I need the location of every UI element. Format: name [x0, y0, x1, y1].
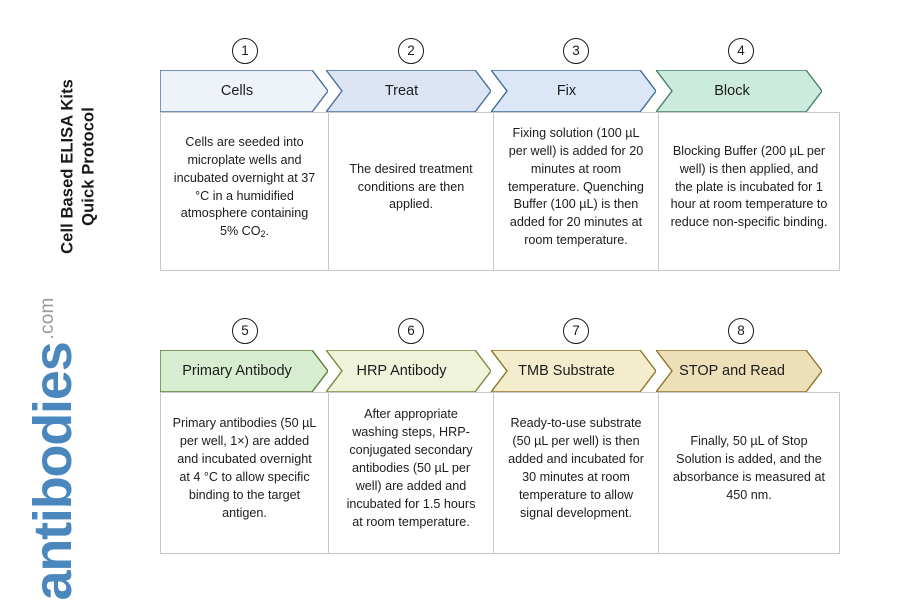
chevron-strip-1: Cells Treat Fix Block — [160, 70, 840, 112]
step-description-text: Fixing solution (100 µL per well) is add… — [508, 125, 644, 248]
antibodies-logo: antibodies .com — [15, 297, 83, 601]
process-step-chevron[interactable]: Fix — [491, 70, 656, 112]
chevron-step-label: Block — [714, 83, 750, 99]
step-number-badge: 2 — [398, 38, 424, 64]
process-step-chevron[interactable]: HRP Antibody — [326, 350, 491, 392]
chevron-step-label: Fix — [556, 83, 577, 99]
step-description-cell: After appropriate washing steps, HRP-con… — [329, 392, 494, 554]
step-number-badge: 8 — [728, 318, 754, 344]
chevron-step-label: TMB Substrate — [518, 363, 615, 379]
step-number-badge: 1 — [232, 38, 258, 64]
process-step-chevron[interactable]: Primary Antibody — [160, 350, 328, 392]
chevron-step-label: Cells — [220, 83, 254, 99]
step-description-text: Blocking Buffer (200 µL per well) is the… — [670, 143, 828, 230]
description-strip-1: Cells are seeded into microplate wells a… — [160, 112, 840, 271]
protocol-row-1: 1 2 3 4 Cells Treat Fix Block Cells are seeded… — [160, 36, 840, 271]
step-description-cell: Cells are seeded into microplate wells a… — [160, 112, 329, 271]
process-step-chevron[interactable]: STOP and Read — [656, 350, 822, 392]
step-description-cell: Blocking Buffer (200 µL per well) is the… — [659, 112, 840, 271]
logo-wordmark: antibodies — [22, 342, 83, 601]
chevron-step-label: Treat — [384, 83, 419, 99]
chevron-step-label: HRP Antibody — [356, 363, 447, 379]
page-title: Cell Based ELISA Kits Quick Protocol — [58, 79, 98, 254]
step-description-cell: Ready-to-use substrate (50 µL per well) … — [494, 392, 659, 554]
process-step-chevron[interactable]: TMB Substrate — [491, 350, 656, 392]
step-description-text: After appropriate washing steps, HRP-con… — [346, 407, 476, 529]
step-description-cell: Fixing solution (100 µL per well) is add… — [494, 112, 659, 271]
step-number-badge: 3 — [563, 38, 589, 64]
step-description-text: Cells are seeded into microplate wells a… — [173, 134, 316, 240]
step-description-text: Primary antibodies (50 µL per well, 1×) … — [172, 416, 317, 520]
step-number-badge: 6 — [398, 318, 424, 344]
chevron-step-label: STOP and Read — [679, 363, 785, 379]
step-description-text: Ready-to-use substrate (50 µL per well) … — [508, 416, 644, 520]
chevron-strip-2: Primary Antibody HRP Antibody TMB Substrat… — [160, 350, 840, 392]
step-description-cell: Finally, 50 µL of Stop Solution is added… — [659, 392, 840, 554]
process-step-chevron[interactable]: Treat — [326, 70, 491, 112]
description-strip-2: Primary antibodies (50 µL per well, 1×) … — [160, 392, 840, 554]
step-number-badge: 7 — [563, 318, 589, 344]
step-number-badge: 4 — [728, 38, 754, 64]
logo-tld: .com — [37, 297, 58, 340]
protocol-row-2: 5 6 7 8 Primary Antibody HRP Antibody TMB Sub… — [160, 316, 840, 554]
step-badge-strip-1: 1 2 3 4 — [160, 36, 840, 70]
process-step-chevron[interactable]: Block — [656, 70, 822, 112]
step-description-text: The desired treatment conditions are the… — [349, 161, 473, 212]
process-step-chevron[interactable]: Cells — [160, 70, 328, 112]
chevron-step-label: Primary Antibody — [182, 363, 292, 379]
step-description-cell: The desired treatment conditions are the… — [329, 112, 494, 271]
step-number-badge: 5 — [232, 318, 258, 344]
step-description-cell: Primary antibodies (50 µL per well, 1×) … — [160, 392, 329, 554]
step-badge-strip-2: 5 6 7 8 — [160, 316, 840, 350]
branding-column: Cell Based ELISA Kits Quick Protocol ant… — [0, 0, 155, 600]
step-description-text: Finally, 50 µL of Stop Solution is added… — [673, 434, 825, 502]
